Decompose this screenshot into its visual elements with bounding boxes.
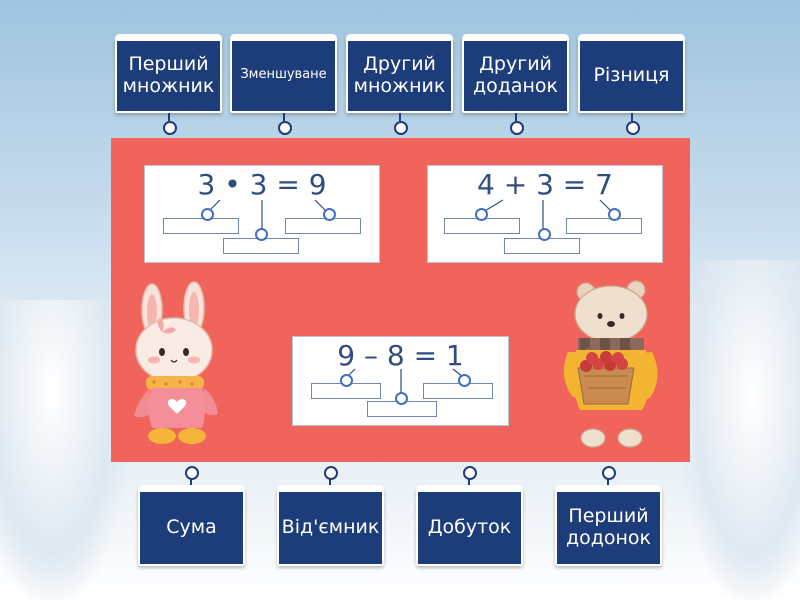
drop-target-icon[interactable] — [323, 208, 336, 221]
drop-target-icon[interactable] — [538, 228, 551, 241]
pin-icon — [278, 121, 292, 135]
label-tile-text: Від'ємник — [281, 516, 380, 538]
pin-stem — [631, 113, 633, 121]
snowy-bush-left — [0, 300, 130, 600]
equation-text: 3 • 3 = 9 — [197, 168, 327, 201]
label-tile-text: Другий доданок — [472, 53, 559, 97]
label-tile-pershyi-dodonok[interactable]: Перший додонок — [555, 485, 662, 566]
pin-stem — [283, 113, 285, 121]
drop-target-icon[interactable] — [458, 374, 471, 387]
label-tile-text: Перший множник — [122, 53, 215, 97]
equation-text: 4 + 3 = 7 — [477, 168, 613, 201]
answer-box — [163, 218, 239, 234]
answer-box — [285, 218, 361, 234]
answer-box — [566, 218, 642, 234]
pin-stem — [168, 113, 170, 121]
pin-icon — [324, 466, 338, 480]
label-tile-dobutok[interactable]: Добуток — [416, 485, 523, 566]
snow-ground — [0, 455, 800, 600]
drop-target-icon[interactable] — [608, 208, 621, 221]
pin-stem — [468, 478, 470, 486]
pin-icon — [185, 466, 199, 480]
pin-stem — [329, 478, 331, 486]
label-tile-druhyi-mnozhnyk[interactable]: Другий множник — [346, 34, 453, 113]
equation-card-addition: 4 + 3 = 7 — [427, 165, 663, 263]
label-tile-suma[interactable]: Сума — [138, 485, 245, 566]
bear-illustration — [563, 280, 658, 448]
pin-stem — [607, 478, 609, 486]
label-tile-text: Перший додонок — [565, 505, 652, 549]
pin-icon — [463, 466, 477, 480]
pin-stem — [399, 113, 401, 121]
answer-box — [423, 383, 493, 399]
pin-icon — [163, 121, 177, 135]
pin-icon — [394, 121, 408, 135]
equation-card-multiplication: 3 • 3 = 9 — [144, 165, 380, 263]
drop-target-icon[interactable] — [340, 374, 353, 387]
pin-stem — [515, 113, 517, 121]
label-tile-zmenshuvane[interactable]: Зменшуване — [230, 34, 337, 113]
label-tile-text: Другий множник — [353, 53, 446, 97]
label-tile-text: Зменшуване — [240, 67, 327, 82]
pin-icon — [602, 466, 616, 480]
equation-text: 9 – 8 = 1 — [337, 339, 464, 372]
pin-stem — [190, 478, 192, 486]
drop-target-icon[interactable] — [475, 208, 488, 221]
equation-card-subtraction: 9 – 8 = 1 — [292, 336, 509, 426]
label-tile-text: Добуток — [427, 516, 512, 538]
label-tile-riznytsia[interactable]: Різниця — [578, 34, 685, 113]
snowy-tree-right — [680, 260, 800, 600]
pin-icon — [510, 121, 524, 135]
label-tile-pershyi-mnozhnyk[interactable]: Перший множник — [115, 34, 222, 113]
label-tile-vidiemnyk[interactable]: Від'ємник — [277, 485, 384, 566]
drop-target-icon[interactable] — [201, 208, 214, 221]
label-tile-text: Сума — [166, 516, 217, 538]
pin-icon — [626, 121, 640, 135]
label-tile-text: Різниця — [593, 64, 670, 86]
drop-target-icon[interactable] — [395, 392, 408, 405]
bunny-illustration — [134, 281, 218, 444]
label-tile-druhyi-dodanok[interactable]: Другий доданок — [462, 34, 569, 113]
drop-target-icon[interactable] — [255, 228, 268, 241]
